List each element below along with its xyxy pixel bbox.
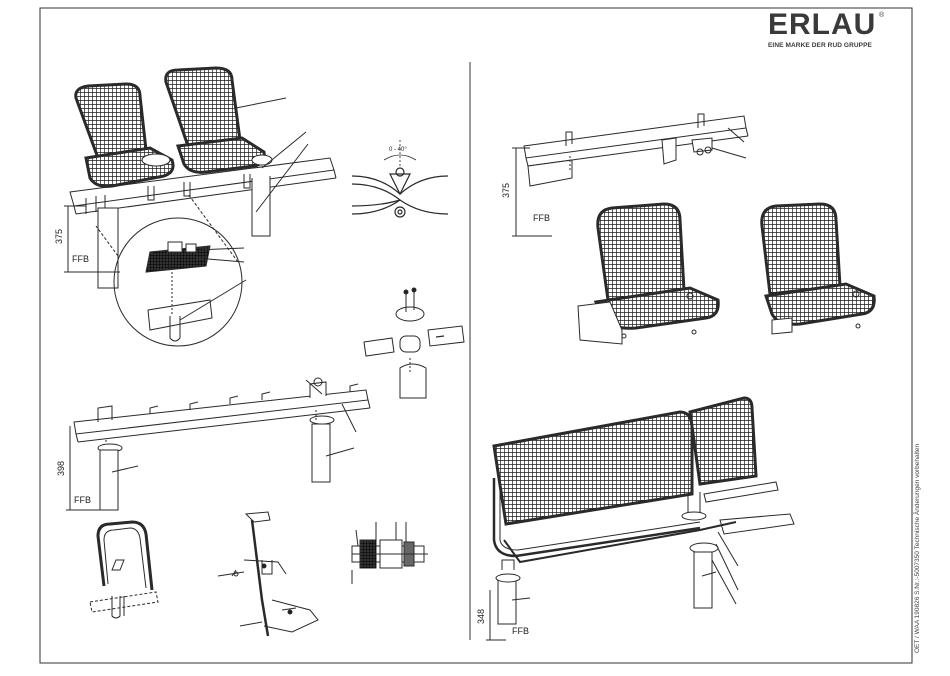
floor-label-bottom-right: FFB — [512, 626, 529, 636]
brand-name: ERLAU — [768, 10, 888, 40]
angle-range-label: 0 - 40° — [389, 147, 407, 153]
erlau-logo: ERLAU ® EINE MARKE DER RUD GRUPPE — [768, 10, 888, 49]
floor-label-mid-left: FFB — [74, 495, 91, 505]
long-bench-view — [486, 398, 794, 640]
brand-tagline: EINE MARKE DER RUD GRUPPE — [768, 42, 888, 49]
dim-top-left-height: 375 — [54, 229, 64, 244]
floor-label-top-left: FFB — [72, 254, 89, 264]
bolt-section-detail — [352, 522, 428, 584]
document-reference-note: OET / WAA 190826 S.Nr.:-5007350 Technisc… — [914, 444, 921, 653]
dim-mid-left-height: 398 — [56, 461, 66, 476]
wall-seat-right — [762, 204, 874, 334]
floor-label-top-right: FFB — [533, 213, 550, 223]
sheet-frame — [40, 8, 912, 663]
wall-seat-left — [578, 204, 718, 344]
arm-bracket-detail — [218, 512, 318, 636]
long-beam-view — [66, 378, 370, 510]
two-seat-bench-view — [64, 68, 336, 346]
dim-top-right-height: 375 — [501, 183, 511, 198]
frame-bracket-detail — [90, 522, 158, 618]
dim-bottom-right-height: 348 — [476, 609, 486, 624]
connector-detail — [364, 288, 464, 398]
registered-mark: ® — [879, 12, 884, 19]
